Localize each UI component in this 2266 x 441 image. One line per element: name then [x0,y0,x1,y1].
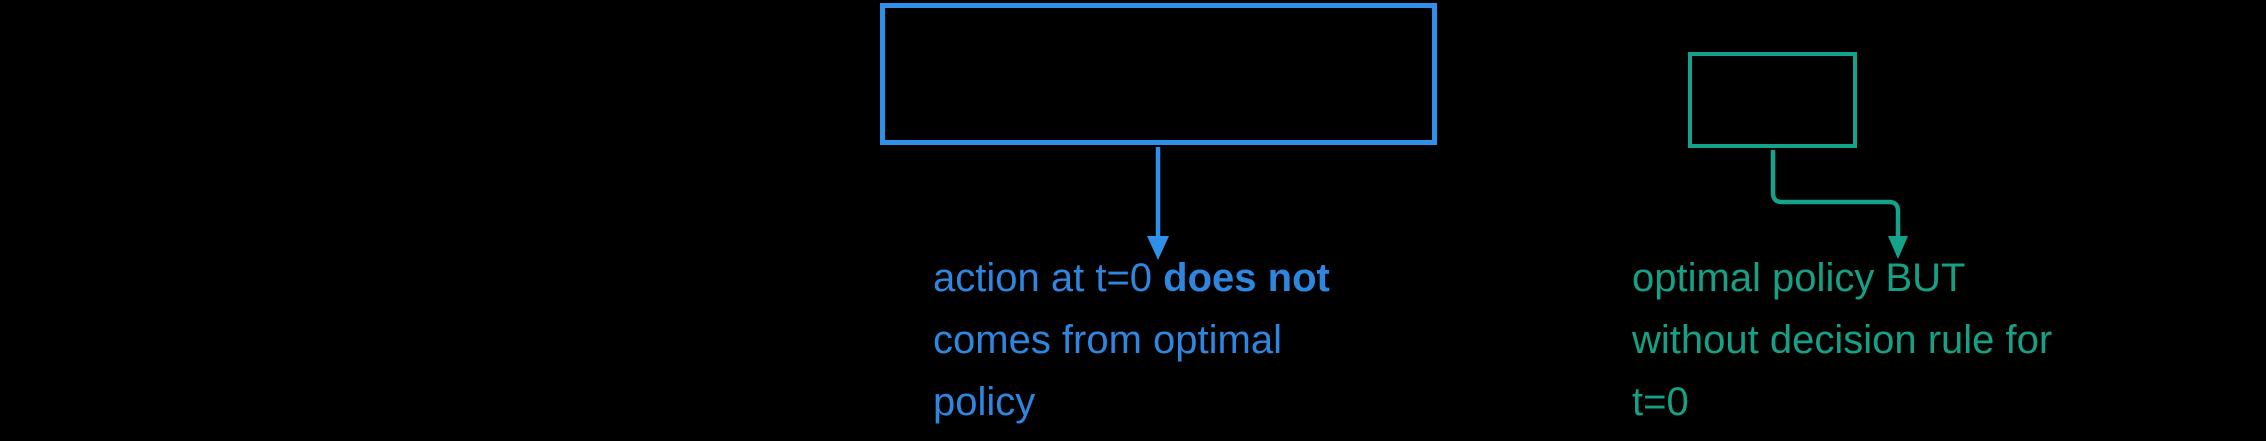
blue-outline-box [880,3,1437,145]
blue-annotation-line1: action at t=0 does not [933,247,1330,309]
green-annotation-line3: t=0 [1632,380,1689,424]
blue-annotation-line2: comes from optimal [933,318,1282,362]
green-elbow-arrow-icon [1770,150,1908,259]
green-annotation-line2: without decision rule for [1632,318,2053,362]
green-annotation-line1: optimal policy BUT [1632,256,1966,300]
blue-annotation-line1-bold: does not [1163,256,1330,300]
green-outline-box [1688,52,1857,148]
blue-annotation-text: action at t=0 does not comes from optima… [933,247,1330,433]
green-annotation-text: optimal policy BUT without decision rule… [1632,247,2052,433]
blue-down-arrow-icon [1147,147,1169,260]
blue-annotation-line1-regular: action at t=0 [933,256,1164,300]
blue-annotation-line3: policy [933,380,1036,424]
